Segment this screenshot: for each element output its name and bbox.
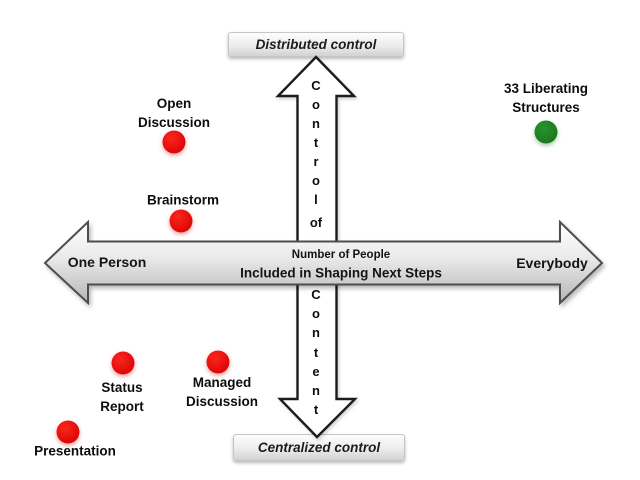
axis-label-everybody: Everybody: [516, 255, 588, 271]
distributed-control-box: Distributed control: [228, 32, 404, 57]
label-line: Presentation: [34, 443, 116, 459]
centralized-control-box: Centralized control: [233, 434, 405, 461]
vletter: e: [312, 363, 320, 379]
vletter: C: [311, 287, 321, 302]
axis-label-one-person: One Person: [67, 254, 147, 270]
distributed-control-label: Distributed control: [255, 37, 377, 52]
label-liberating-structures: 33 Liberating Structures: [504, 79, 588, 117]
label-line: 33 Liberating: [503, 81, 589, 96]
vletter: C: [311, 78, 321, 93]
label-line: Discussion: [137, 115, 211, 130]
vletter: n: [312, 116, 320, 131]
vletter: l: [314, 192, 318, 207]
vletter: t: [313, 135, 319, 150]
label-line: Managed: [192, 375, 252, 390]
centralized-control-label: Centralized control: [257, 440, 381, 455]
vertical-axis-word-control: C o n t r o l: [311, 76, 320, 209]
vletter: of: [309, 215, 323, 230]
vletter: o: [312, 97, 320, 112]
vletter: t: [313, 402, 319, 418]
label-presentation: Presentation: [34, 442, 116, 461]
label-managed-discussion: Managed Discussion: [186, 373, 258, 411]
dot-managed-discussion: [206, 350, 230, 374]
vertical-axis-word-content: C o n t e n t: [311, 285, 320, 419]
label-status-report: Status Report: [100, 378, 144, 416]
dot-brainstorm: [169, 209, 193, 233]
horizontal-axis-arrow: [43, 219, 604, 306]
label-brainstorm: Brainstorm: [147, 191, 219, 210]
label-line: Open: [156, 96, 192, 111]
label-line: Brainstorm: [146, 192, 220, 208]
vletter: o: [312, 306, 320, 322]
dot-presentation: [56, 420, 80, 444]
vletter: r: [313, 154, 319, 169]
label-open-discussion: Open Discussion: [138, 94, 210, 132]
label-line: Structures: [512, 100, 580, 115]
vletter: o: [312, 173, 320, 188]
vletter: n: [312, 382, 320, 398]
axis-center-label-line2: Included in Shaping Next Steps: [240, 265, 442, 281]
dot-status-report: [111, 351, 135, 375]
dot-open-discussion: [162, 130, 186, 154]
label-line: Report: [100, 399, 144, 414]
label-line: Discussion: [185, 394, 259, 409]
label-line: Status: [101, 380, 143, 395]
axis-center-label-line1: Number of People: [291, 249, 391, 261]
vletter: t: [313, 344, 319, 360]
vletter: n: [312, 325, 320, 341]
dot-liberating-structures: [534, 120, 558, 144]
vertical-axis-word-of: of: [310, 213, 322, 233]
